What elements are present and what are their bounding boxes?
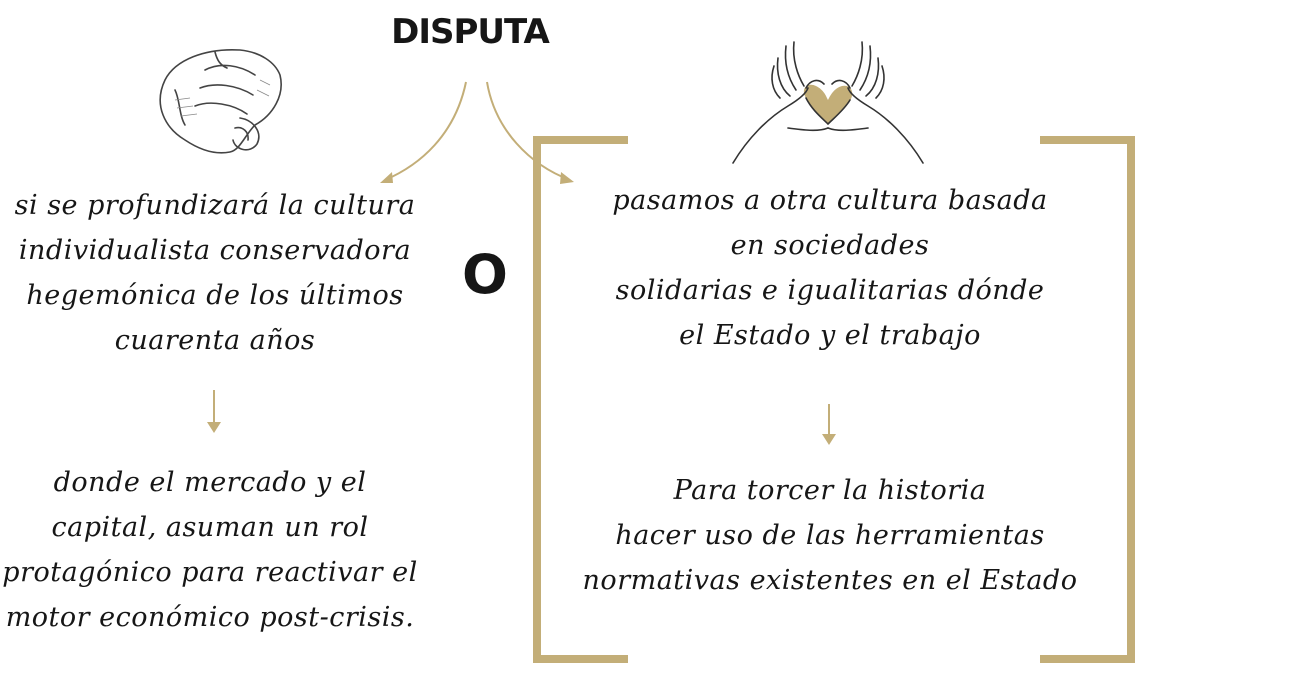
left-top-line-1: si se profundizará la cultura — [14, 190, 416, 221]
diagram-title: DISPUTA — [391, 12, 550, 52]
left-bottom-line-2: capital, asuman un rol — [51, 512, 369, 543]
arrowhead-right — [560, 172, 574, 184]
right-top-line-3: solidarias e igualitarias dónde — [615, 275, 1045, 306]
left-bottom-line-1: donde el mercado y el — [53, 467, 367, 498]
left-top-line-4: cuarenta años — [114, 325, 316, 356]
left-option-consequence: donde el mercado y el capital, asuman un… — [0, 460, 430, 640]
right-top-line-4: el Estado y el trabajo — [679, 320, 981, 351]
right-option-main: pasamos a otra cultura basada en socieda… — [560, 178, 1100, 358]
arrow-to-left — [384, 81, 467, 181]
right-top-line-1: pasamos a otra cultura basada — [612, 185, 1048, 216]
left-option-main: si se profundizará la cultura individual… — [0, 183, 430, 363]
left-bottom-line-3: protagónico para reactivar el — [2, 557, 418, 588]
right-top-line-2: en sociedades — [730, 230, 930, 261]
right-bottom-line-3: normativas existentes en el Estado — [582, 565, 1078, 596]
right-bottom-line-2: hacer uso de las herramientas — [615, 520, 1045, 551]
or-connector: O — [462, 243, 508, 306]
arrowhead-left — [380, 172, 393, 183]
arrow-to-right — [486, 81, 571, 181]
right-bottom-line-1: Para torcer la historia — [673, 475, 987, 506]
right-option-consequence: Para torcer la historia hacer uso de las… — [560, 468, 1100, 603]
bracket-frame — [533, 136, 1135, 663]
heart-hands-icon — [732, 41, 924, 164]
down-arrow-right-head — [822, 434, 836, 445]
pointing-hand-icon — [159, 49, 282, 154]
down-arrow-left-head — [207, 422, 221, 433]
left-bottom-line-4: motor económico post-crisis. — [5, 602, 415, 633]
left-top-line-2: individualista conservadora — [18, 235, 412, 266]
left-top-line-3: hegemónica de los últimos — [26, 280, 404, 311]
